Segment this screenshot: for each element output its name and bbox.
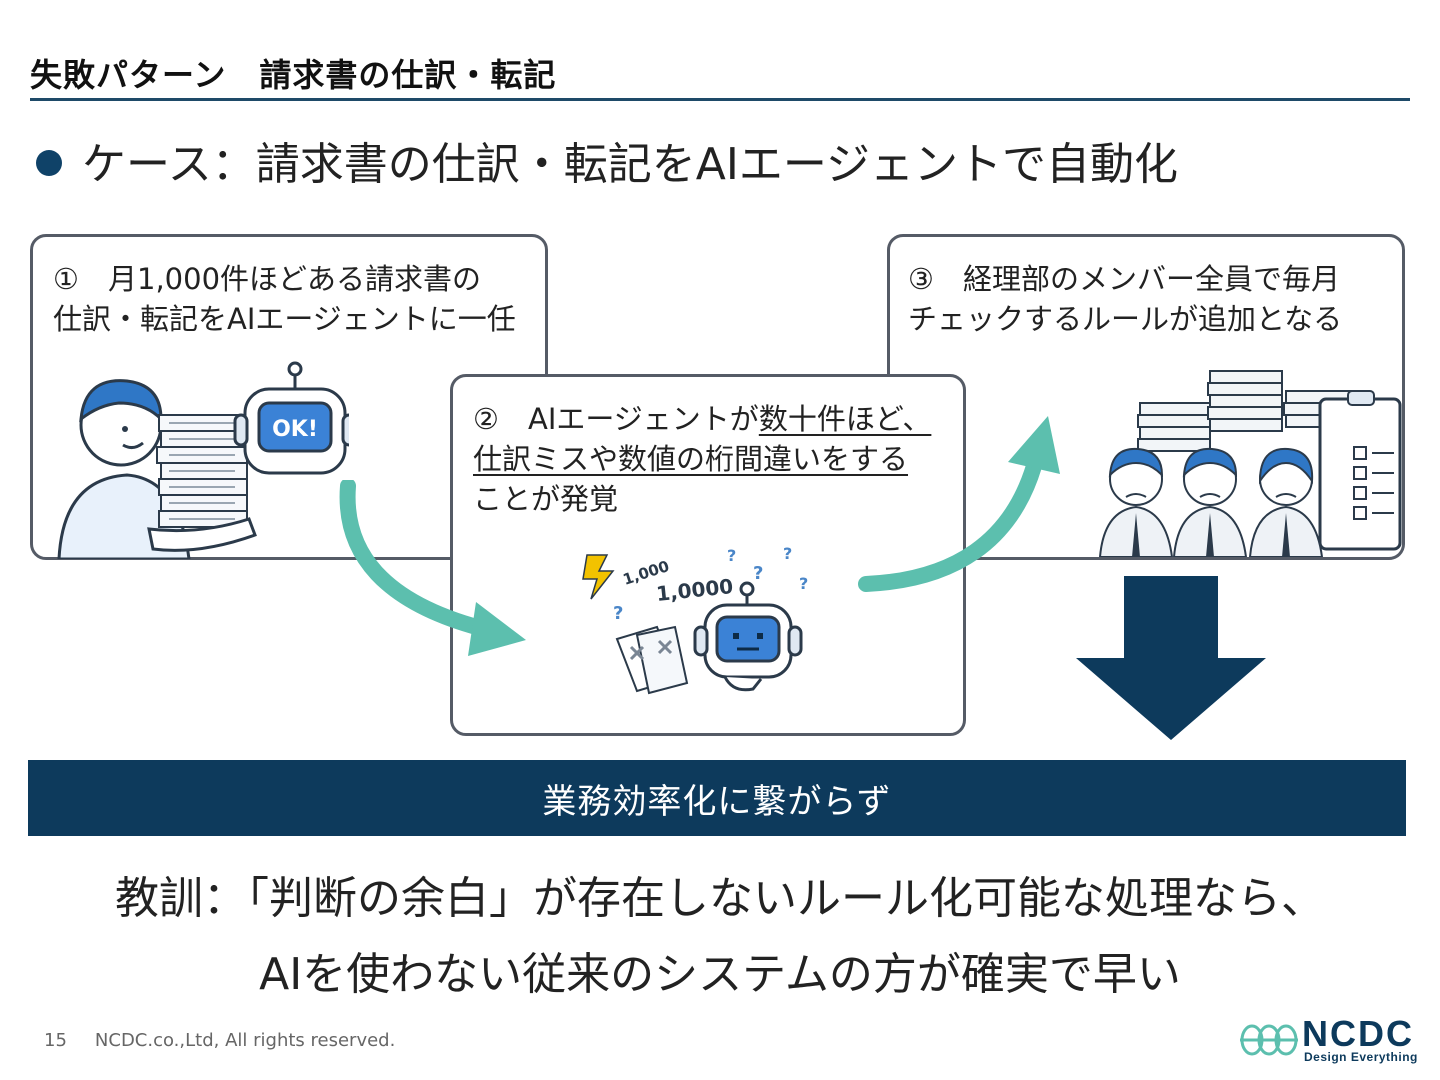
ncdc-logo-tagline: Design Everything [1304,1050,1418,1064]
step-3-card: ③ 経理部のメンバー全員で毎月 チェックするルールが追加となる [887,234,1405,560]
step-2-line-1-prefix: ② AIエージェントが [473,402,759,436]
lesson-line-1: 教訓：「判断の余白」が存在しないルール化可能な処理なら、 [115,873,1325,924]
ncdc-logo-text: NCDC [1302,1013,1414,1054]
lesson-line-2: AIを使わない従来のシステムの方が確実で早い [259,949,1181,1000]
question-marks-icon: ? ? ? ? ? [613,544,808,624]
copyright-text: NCDC.co.,Ltd, All rights reserved. [94,1030,396,1051]
step-2-line-3: ことが発覚 [473,482,619,516]
step-1-line-2: 仕訳・転記をAIエージェントに一任 [53,302,516,336]
step-2-line-1-underlined: 数十件ほど、 [758,402,932,436]
step-2-line-1: ② AIエージェントが数十件ほど、 [473,399,931,439]
svg-text:?: ? [799,574,808,593]
confused-robot-illustration: 1,000 1,0000 ? ? ? ? ? [582,544,808,695]
case-heading-text: ケース：請求書の仕訳・転記をAIエージェントで自動化 [82,139,1178,190]
step-2-card: ② AIエージェントが数十件ほど、 仕訳ミスや数値の桁間違いをする ことが発覚 … [450,374,966,736]
result-down-arrow [1076,576,1266,740]
svg-text:?: ? [753,563,763,584]
person-with-documents-illustration: OK! [57,361,349,559]
number-wrong: 1,0000 [655,574,734,606]
robot-screen-text: OK! [272,417,318,442]
title-divider [30,98,1410,101]
svg-text:?: ? [783,544,792,563]
step-1-line-1: ① 月1,000件ほどある請求書の [53,262,482,296]
svg-text:?: ? [613,603,623,624]
step-2-line-2: 仕訳ミスや数値の桁間違いをする [473,442,909,476]
svg-text:?: ? [727,546,736,565]
step-3-line-1: ③ 経理部のメンバー全員で毎月 [908,262,1340,296]
ncdc-logo-icon [1240,1024,1298,1056]
slide-title: 失敗パターン 請求書の仕訳・転記 [30,56,557,94]
page-number: 15 [44,1030,67,1051]
staff-checking-documents-illustration [1098,370,1402,557]
flow-arrow-1-to-2 [339,480,526,656]
result-banner: 業務効率化に繋がらず [28,760,1406,836]
bullet-dot [36,150,62,176]
case-heading: ケース：請求書の仕訳・転記をAIエージェントで自動化 [36,128,1178,192]
footer: 15 NCDC.co.,Ltd, All rights reserved. [44,1030,395,1051]
flow-arrow-2-to-3 [858,416,1060,592]
step-3-line-2: チェックするルールが追加となる [908,302,1343,336]
lightning-icon [582,554,615,600]
